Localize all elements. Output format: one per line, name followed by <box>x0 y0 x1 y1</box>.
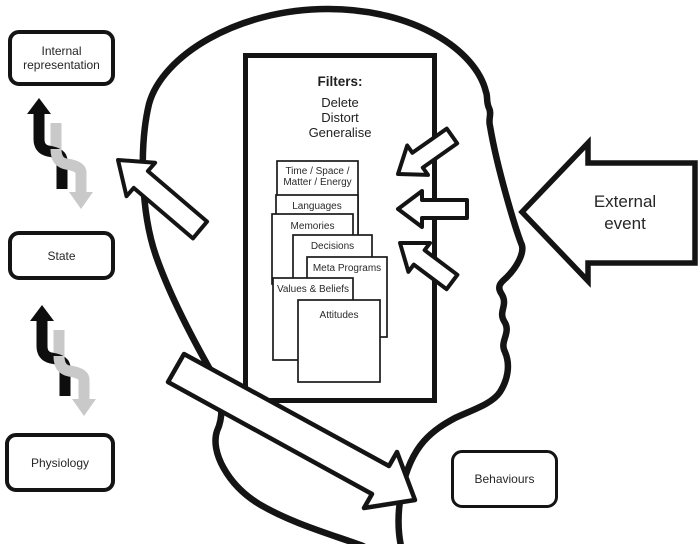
internal-representation-label: Internal representation <box>23 44 100 72</box>
filters-process-generalise: Generalise <box>308 125 372 140</box>
filter-card-attitudes-label: Attitudes <box>319 310 359 321</box>
state-box: State <box>8 231 115 280</box>
state-label: State <box>47 248 76 263</box>
external-event-label: External event <box>593 192 657 233</box>
filters-process-list: Delete Distort Generalise <box>246 95 434 140</box>
down-arrowhead-icon <box>69 192 93 209</box>
physiology-label: Physiology <box>30 455 90 470</box>
state-physiology-exchange-arrows-icon <box>30 305 96 416</box>
physiology-box: Physiology <box>5 433 115 492</box>
filter-card-attitudes <box>297 299 381 383</box>
input-arrow-bottom-icon <box>398 241 460 292</box>
internal-response-arrow <box>116 158 210 241</box>
filter-card-meta-programs-label: Meta Programs <box>312 263 382 274</box>
filter-card-values-beliefs-label: Values & Beliefs <box>276 284 350 295</box>
filter-card-memories-label: Memories <box>290 221 335 232</box>
filter-card-decisions-label: Decisions <box>310 241 355 252</box>
filter-card-languages-label: Languages <box>292 201 342 212</box>
behaviours-box: Behaviours <box>451 450 558 508</box>
external-event-arrow <box>518 136 698 288</box>
input-arrow-middle-icon <box>396 189 469 229</box>
behaviours-label: Behaviours <box>474 472 535 486</box>
up-arrowhead-icon <box>27 98 51 114</box>
filter-card-time-space-label: Time / Space / Matter / Energy <box>283 166 352 188</box>
internal-state-exchange-arrows-icon <box>27 98 93 209</box>
down-arrow-gray-over <box>50 148 87 194</box>
internal-representation-box: Internal representation <box>8 30 115 86</box>
filters-process-delete: Delete <box>321 95 359 110</box>
filters-title: Filters: <box>317 74 363 89</box>
filters-process-distort: Distort <box>321 110 359 125</box>
down-arrowhead-icon <box>72 399 96 416</box>
up-arrowhead-icon <box>30 305 54 321</box>
input-arrow-top-icon <box>396 126 460 177</box>
behaviour-output-arrow <box>165 351 418 511</box>
down-arrow-gray-over <box>53 355 90 401</box>
